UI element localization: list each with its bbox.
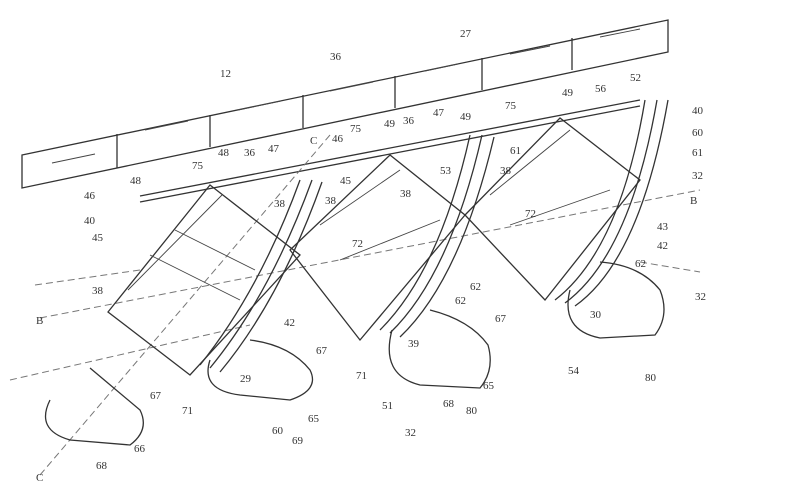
reference-numeral: 45 xyxy=(92,232,104,244)
overhead-bin-rail xyxy=(21,19,669,189)
reference-numeral: 32 xyxy=(692,170,703,182)
reference-numeral: 42 xyxy=(657,240,668,252)
reference-numeral: 32 xyxy=(405,427,416,439)
reference-numeral: 62 xyxy=(470,281,481,293)
reference-numeral: 47 xyxy=(433,107,445,119)
reference-numeral: 49 xyxy=(460,111,472,123)
seat-left xyxy=(44,179,323,446)
reference-numeral: 54 xyxy=(568,365,580,377)
reference-numeral: 60 xyxy=(272,425,284,437)
reference-numeral: 67 xyxy=(316,345,328,357)
reference-numeral: 12 xyxy=(220,68,231,80)
reference-numeral: 38 xyxy=(500,165,512,177)
reference-numeral: 67 xyxy=(495,313,507,325)
reference-numeral: 60 xyxy=(692,127,704,139)
seat-right xyxy=(464,99,669,339)
reference-numeral: 68 xyxy=(96,460,108,472)
reference-numeral: 75 xyxy=(505,100,517,112)
reference-numeral: 80 xyxy=(645,372,657,384)
reference-numeral: 38 xyxy=(400,188,412,200)
reference-numeral: 38 xyxy=(92,285,104,297)
reference-numeral: B xyxy=(690,195,697,207)
reference-numeral: 47 xyxy=(268,143,280,155)
reference-numeral: 43 xyxy=(657,221,669,233)
reference-numeral: 32 xyxy=(695,291,706,303)
reference-numeral: 36 xyxy=(330,51,342,63)
reference-numeral: 62 xyxy=(635,258,646,270)
reference-numeral: 62 xyxy=(455,295,466,307)
reference-numeral: 72 xyxy=(352,238,363,250)
reference-numeral: 38 xyxy=(325,195,337,207)
reference-numeral: 36 xyxy=(244,147,256,159)
reference-numeral: 42 xyxy=(284,317,295,329)
reference-numeral: 61 xyxy=(692,147,703,159)
seat-middle xyxy=(289,134,495,389)
reference-numeral: 56 xyxy=(595,83,607,95)
reference-numeral: B xyxy=(36,315,43,327)
reference-numeral: 72 xyxy=(525,208,536,220)
reference-numeral: 65 xyxy=(308,413,320,425)
reference-numeral: 61 xyxy=(510,145,521,157)
reference-numeral: 71 xyxy=(182,405,193,417)
reference-numeral: 27 xyxy=(460,28,472,40)
reference-numeral: 75 xyxy=(192,160,204,172)
reference-numeral: 40 xyxy=(84,215,96,227)
reference-numeral: 38 xyxy=(274,198,286,210)
reference-numeral: 67 xyxy=(150,390,162,402)
reference-numeral: 49 xyxy=(384,118,396,130)
reference-numeral: 45 xyxy=(340,175,352,187)
reference-numeral: 46 xyxy=(332,133,344,145)
reference-numeral: 52 xyxy=(630,72,641,84)
reference-numeral: 48 xyxy=(218,147,230,159)
reference-numeral: 80 xyxy=(466,405,478,417)
reference-numeral: 53 xyxy=(440,165,452,177)
reference-numeral: 30 xyxy=(590,309,602,321)
reference-numeral: 36 xyxy=(403,115,415,127)
reference-numeral: 40 xyxy=(692,105,704,117)
reference-numeral: C xyxy=(310,135,317,147)
reference-numeral: 48 xyxy=(130,175,142,187)
reference-numeral: C xyxy=(36,472,43,484)
reference-numeral: 51 xyxy=(382,400,393,412)
reference-numeral: 68 xyxy=(443,398,455,410)
reference-numeral: 49 xyxy=(562,87,574,99)
reference-numeral: 46 xyxy=(84,190,96,202)
center-axes xyxy=(9,134,701,476)
reference-numeral: 39 xyxy=(408,338,420,350)
reference-numeral: 65 xyxy=(483,380,495,392)
reference-numeral: 29 xyxy=(240,373,252,385)
reference-numeral: 69 xyxy=(292,435,304,447)
reference-numeral: 75 xyxy=(350,123,362,135)
reference-numeral: 66 xyxy=(134,443,146,455)
reference-numeral: 71 xyxy=(356,370,367,382)
